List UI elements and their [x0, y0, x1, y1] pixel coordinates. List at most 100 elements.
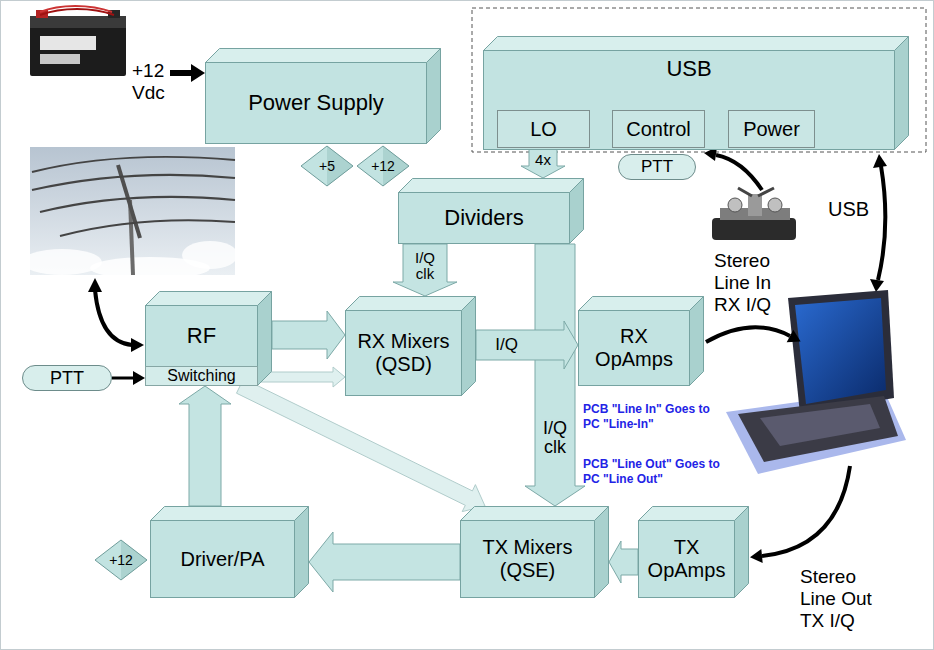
key-arrow: [716, 155, 762, 190]
signal-arrow: [393, 244, 457, 296]
text-area: +12: [94, 539, 148, 581]
text-area: Control: [613, 111, 704, 147]
box-label: RX Mixers (QSD): [353, 330, 454, 376]
bus-label: USB: [828, 198, 869, 221]
signal-label: Stereo Line Out TX I/Q: [800, 566, 892, 632]
antenna-photo: [22, 147, 238, 279]
block-arrow: [476, 321, 578, 369]
signal-label: Stereo Line In RX I/Q: [714, 250, 796, 316]
box-label: TX OpAmps: [646, 536, 727, 582]
box-label: +5: [319, 158, 335, 174]
laptop-picture: [726, 290, 906, 474]
text-area: +12: [356, 145, 410, 187]
box-label: RX OpAmps: [586, 325, 682, 371]
box-label: RF: [187, 323, 216, 348]
block-box: USBLOControlPower: [483, 36, 909, 150]
box-label: Power Supply: [248, 90, 384, 115]
block-box: TX Mixers (QSE): [460, 506, 609, 598]
block-arrow: [309, 532, 460, 592]
box-label: Control: [626, 118, 690, 141]
antenna-photo: [182, 241, 238, 269]
box-label: +12: [371, 158, 395, 174]
laptop-picture: [760, 404, 880, 446]
battery-photo: [40, 54, 80, 64]
diamond-outline: [95, 540, 147, 580]
note-text: PCB "Line In" Goes to PC "Line-In": [583, 402, 723, 432]
diamond-outline: [301, 146, 353, 186]
box-side: [462, 297, 476, 396]
morse-key-photo: [712, 218, 796, 240]
diamond-fill: [301, 146, 353, 186]
morse-key-photo: [768, 198, 782, 212]
block-arrow: [237, 379, 486, 512]
signal-arrow: [272, 311, 345, 359]
supply-arrow: [170, 70, 193, 76]
supply-arrow: [191, 64, 205, 82]
note-text: PCB "Line Out" Goes to PC "Line Out": [583, 457, 723, 487]
antenna-feed-arrow: [95, 290, 132, 345]
edge-label: I/Q: [493, 336, 520, 354]
diamond-fill: [357, 146, 409, 186]
usb-cable-arrow: [870, 154, 887, 292]
block-box: RX OpAmps: [578, 296, 704, 386]
box-front: [461, 521, 595, 598]
signal-arrow: [237, 379, 486, 512]
box-label: PTT: [641, 157, 673, 177]
box-top: [399, 179, 584, 193]
battery-photo: [30, 16, 126, 76]
box-top: [579, 297, 704, 311]
box-front: [346, 311, 462, 396]
line-out-cable: [750, 466, 850, 563]
block-arrow: [272, 311, 345, 359]
battery-photo: [40, 9, 114, 15]
box-top: [146, 292, 272, 306]
text-area: Power: [729, 111, 814, 147]
signal-arrow: [179, 386, 231, 506]
usb-cable-arrow: [870, 279, 884, 292]
edge-label: I/Q clk: [413, 250, 437, 282]
block-arrow: [525, 244, 585, 506]
block-box: Dividers: [398, 178, 584, 244]
box-side: [735, 507, 749, 598]
box-label: PTT: [50, 368, 84, 389]
box-label: TX Mixers (QSE): [468, 536, 587, 582]
block-arrow: [609, 541, 638, 583]
line-in-cable: [706, 327, 801, 342]
sub-box: Control: [612, 110, 705, 148]
antenna-photo: [60, 220, 235, 236]
antenna-feed-arrow: [88, 278, 102, 292]
line-in-cable: [706, 327, 790, 342]
box-label: Dividers: [444, 205, 523, 230]
signal-arrow: [609, 541, 638, 583]
box-side: [690, 297, 704, 386]
box-label: Driver/PA: [180, 548, 264, 571]
box-top: [484, 37, 909, 51]
text-area: RX OpAmps: [578, 310, 690, 386]
usb-dashed-outline: [472, 8, 926, 152]
sub-box: LO: [497, 110, 590, 148]
diamond-fill: [95, 540, 147, 580]
morse-key-photo: [748, 194, 762, 216]
box-top: [461, 507, 609, 521]
block-box: RFSwitching: [145, 291, 272, 386]
box-top: [346, 297, 476, 311]
line-out-cable: [750, 549, 763, 563]
antenna-feed-arrow: [131, 338, 144, 352]
morse-key-photo: [728, 198, 742, 212]
box-label: LO: [530, 118, 557, 141]
edge-label: I/Q clk: [541, 419, 569, 457]
text-area: TX Mixers (QSE): [460, 520, 595, 598]
box-front: [151, 521, 295, 598]
block-arrow: [521, 148, 565, 178]
ptt-pill: PTT: [22, 365, 112, 391]
box-front: [206, 63, 427, 144]
text-area: RX Mixers (QSD): [345, 310, 462, 396]
block-arrow: [393, 244, 457, 296]
antenna-feed-arrow: [88, 278, 144, 352]
supply-arrow: [170, 64, 205, 82]
box-side: [595, 507, 609, 598]
morse-key-photo: [738, 188, 752, 196]
